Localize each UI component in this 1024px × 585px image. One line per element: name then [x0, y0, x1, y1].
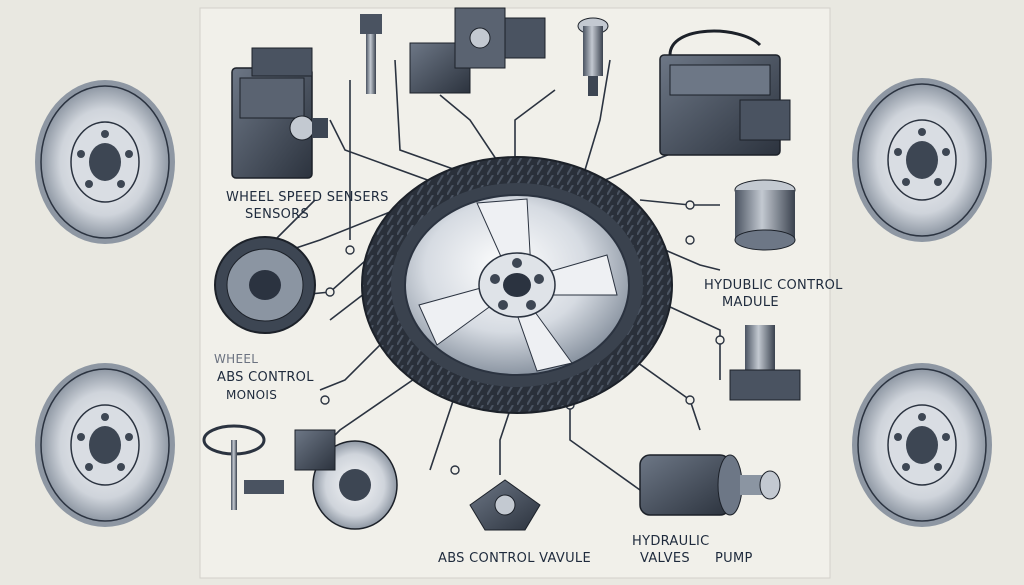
valve-block-icon — [409, 7, 546, 94]
control-module-icon — [231, 47, 328, 179]
abs-control-monitors-label-line2: MONOIS — [226, 388, 278, 402]
wheel-label: WHEEL — [214, 352, 259, 366]
abs-control-valve-label: ABS CONTROL VAVULE — [438, 551, 591, 566]
wheel-speed-sensors-label-line2: SENSORS — [245, 207, 310, 222]
steering-wheel-icon — [202, 424, 284, 510]
abs-control-monitors-label-line1: ABS CONTROL — [217, 370, 314, 385]
solenoid-icon — [577, 17, 609, 96]
solenoid-icon — [729, 325, 801, 401]
solenoid-icon — [734, 179, 796, 251]
brake-disc-icon — [35, 80, 175, 244]
hydraulic-control-module-label-line1: HYDUBLIC CONTROL — [704, 278, 843, 293]
speed-sensor-icon — [214, 236, 316, 334]
wheel-speed-sensors-label-line1: WHEEL SPEED SENSERS — [226, 190, 389, 205]
brake-disc-icon — [852, 363, 992, 527]
speed-sensor-icon — [360, 14, 382, 94]
hydraulic-control-module-label-line2: MADULE — [722, 295, 779, 310]
pump-motor-icon — [639, 454, 781, 516]
hydraulic-valves-label-line2: VALVES — [640, 551, 690, 566]
brake-disc-icon — [852, 78, 992, 242]
pump-label: PUMP — [715, 551, 753, 566]
valve-block-icon — [469, 479, 541, 531]
caliper-icon — [294, 429, 398, 530]
hydraulic-unit-icon — [659, 29, 791, 156]
wheel-tire-icon — [361, 156, 673, 414]
hydraulic-valves-label-line1: HYDRAULIC — [632, 534, 710, 549]
brake-disc-icon — [35, 363, 175, 527]
